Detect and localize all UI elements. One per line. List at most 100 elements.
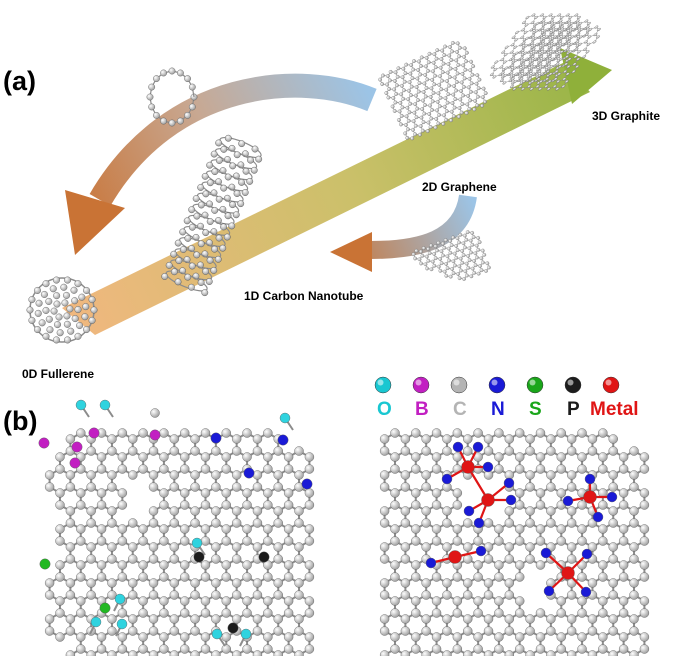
atom <box>578 35 583 39</box>
atom <box>231 578 242 588</box>
atom <box>65 434 76 444</box>
atom <box>138 608 148 618</box>
atom <box>429 243 433 248</box>
atom <box>561 21 566 26</box>
atom <box>180 608 190 618</box>
atom <box>442 578 452 588</box>
atom <box>390 464 400 474</box>
atom <box>428 95 433 99</box>
atom <box>420 107 425 111</box>
atom <box>566 554 577 564</box>
atom <box>514 72 519 76</box>
atom <box>74 280 82 288</box>
atom <box>221 464 231 474</box>
atom <box>566 542 577 552</box>
atom <box>421 650 431 656</box>
atom <box>411 608 421 618</box>
atom <box>542 32 546 37</box>
atom <box>442 506 452 516</box>
atom <box>608 590 618 600</box>
atom <box>263 452 273 462</box>
atom <box>170 250 178 258</box>
atom <box>431 60 436 65</box>
atom <box>117 572 128 582</box>
atom <box>471 64 476 69</box>
atom <box>148 482 159 492</box>
atom <box>455 80 459 84</box>
atom <box>214 255 222 263</box>
atom <box>221 596 231 606</box>
atom <box>252 482 263 492</box>
atom <box>200 560 211 570</box>
atom <box>252 542 263 552</box>
atom <box>566 650 577 656</box>
atom <box>231 518 242 528</box>
atom <box>406 118 411 123</box>
atom <box>504 518 515 528</box>
carbon-atom <box>150 408 160 418</box>
atom <box>221 536 231 546</box>
atom <box>417 81 422 85</box>
atom <box>273 626 283 636</box>
legend-label-b: B <box>415 399 429 420</box>
atom <box>494 60 499 64</box>
atom <box>535 536 546 546</box>
atom <box>148 614 159 624</box>
atom <box>598 572 608 582</box>
atom <box>128 434 138 444</box>
atom <box>211 614 221 624</box>
atom <box>578 21 583 26</box>
atom <box>450 101 455 105</box>
nanocone-fragment <box>411 230 491 281</box>
atom <box>379 590 390 600</box>
atom <box>522 20 526 25</box>
atom <box>503 53 508 57</box>
atom <box>448 45 452 49</box>
atom <box>399 92 404 97</box>
atom <box>229 162 237 170</box>
atom <box>418 124 423 129</box>
atom <box>608 578 618 588</box>
atom <box>452 428 463 438</box>
atom <box>555 62 560 66</box>
atom <box>242 428 252 438</box>
atom <box>159 608 169 618</box>
atom <box>407 110 412 115</box>
atom <box>467 246 472 251</box>
atom <box>169 506 180 516</box>
atom <box>618 488 629 498</box>
atom <box>251 145 259 153</box>
atom <box>82 303 90 311</box>
atom <box>396 66 401 71</box>
atom <box>639 644 650 654</box>
atom <box>45 315 53 323</box>
atom <box>551 15 556 20</box>
nitrogen-atom <box>606 491 618 503</box>
atom <box>618 632 629 642</box>
atom <box>55 608 65 618</box>
atom <box>42 280 50 288</box>
atom <box>431 572 442 582</box>
oxygen-atom <box>75 399 87 411</box>
atom <box>64 336 72 344</box>
atom <box>463 245 467 250</box>
atom <box>402 88 406 93</box>
atom <box>469 59 473 64</box>
atom <box>394 92 399 96</box>
atom <box>405 105 410 110</box>
atom <box>409 84 414 89</box>
atom <box>553 77 558 81</box>
atom <box>435 99 440 104</box>
atom <box>67 327 75 335</box>
atom <box>444 87 449 92</box>
atom <box>442 518 452 528</box>
atom <box>294 626 304 636</box>
atom <box>476 248 481 252</box>
atom <box>454 58 459 63</box>
atom <box>221 488 231 498</box>
atom <box>294 506 304 516</box>
atom <box>86 482 96 492</box>
atom <box>583 47 587 51</box>
atom <box>433 65 438 70</box>
small-curved-arrow <box>369 194 477 259</box>
